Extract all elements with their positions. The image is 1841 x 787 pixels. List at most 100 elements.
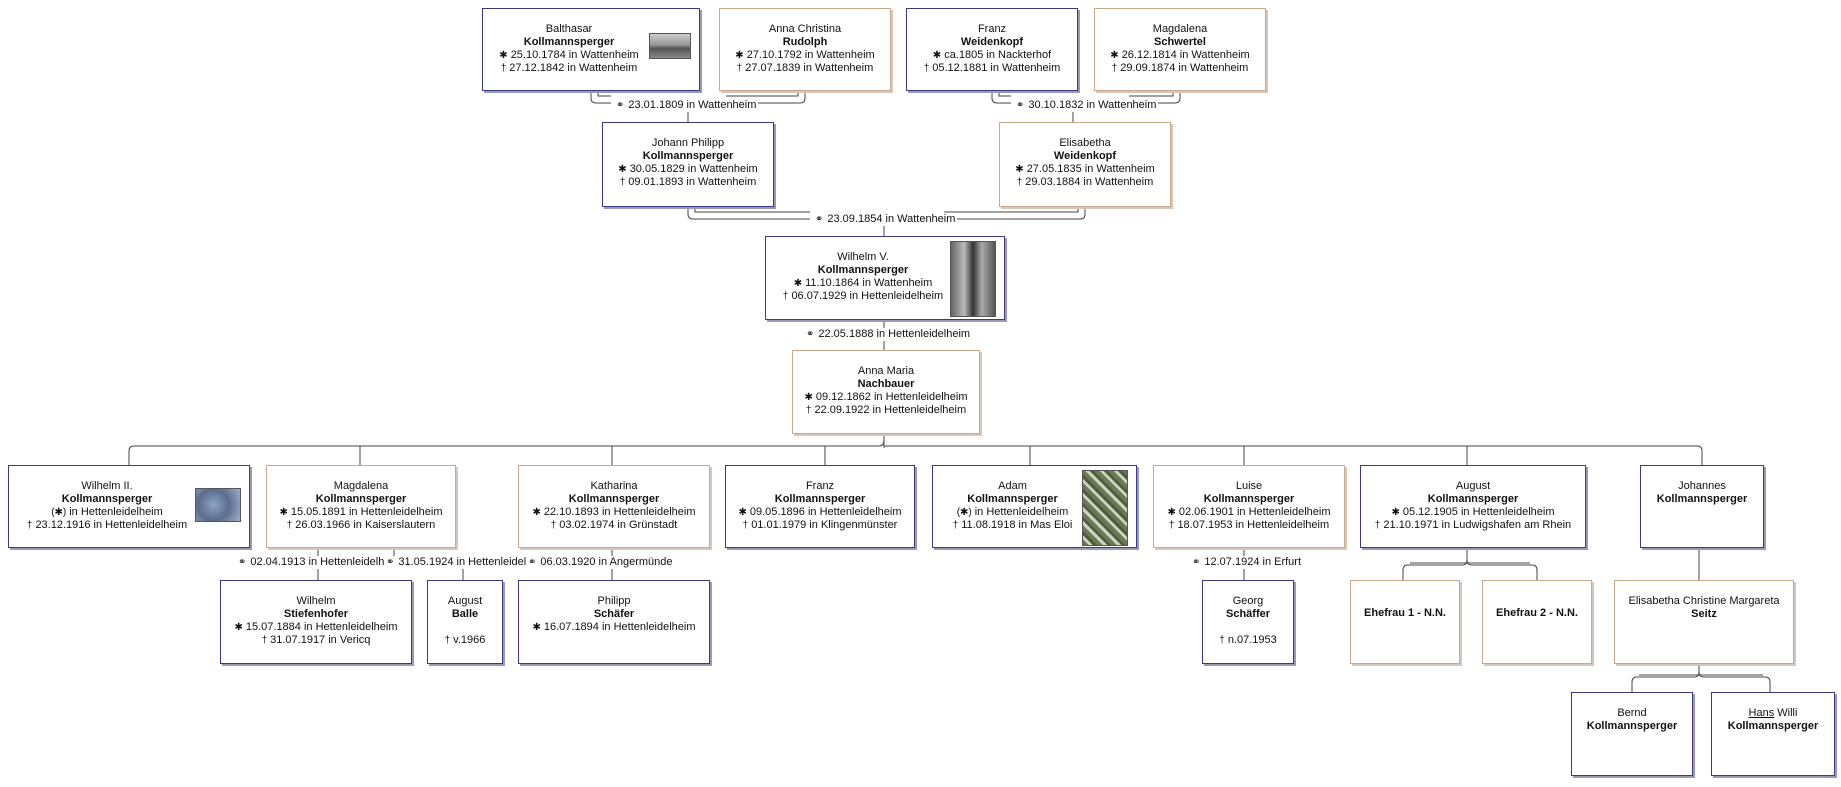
death-icon: †: [736, 63, 743, 74]
death-event: †21.10.1971 in Ludwigshafen am Rhein: [1374, 519, 1572, 531]
given-name: Adam: [998, 480, 1027, 492]
marriage-icon: ⚭: [386, 557, 395, 568]
surname: Rudolph: [782, 36, 828, 48]
person-photo[interactable]: [195, 488, 241, 522]
person-card-elisabetha-weidenkopf[interactable]: Elisabetha Weidenkopf ✱27.05.1835 in Wat…: [999, 122, 1171, 207]
birth-event: ✱16.07.1894 in Hettenleidelheim: [532, 621, 696, 633]
marriage-label: ⚭22.05.1888 in Hettenleidelheim: [804, 328, 973, 341]
person-card-ehefrau-2[interactable]: Ehefrau 2 - N.N.: [1482, 580, 1592, 664]
given-name: Luise: [1235, 480, 1263, 492]
death-event: †03.02.1974 in Grünstadt: [550, 519, 678, 531]
marriage-icon: ⚭: [806, 329, 815, 340]
given-name: Philipp: [597, 595, 631, 607]
death-icon: †: [923, 63, 930, 74]
person-card-franz-kollmannsperger[interactable]: Franz Kollmannsperger ✱09.05.1896 in Het…: [725, 465, 915, 548]
birth-icon: ✱: [738, 507, 747, 518]
surname: Kollmannsperger: [523, 36, 615, 48]
marriage-icon: ⚭: [1016, 100, 1025, 111]
person-card-august-kollmannsperger[interactable]: August Kollmannsperger ✱05.12.1905 in He…: [1360, 465, 1586, 548]
death-icon: †: [286, 520, 293, 531]
birth-event: ✱09.12.1862 in Hettenleidelheim: [804, 391, 968, 403]
person-card-wilhelm-stiefenhofer[interactable]: Wilhelm Stiefenhofer ✱15.07.1884 in Hett…: [220, 580, 412, 664]
birth-event: ✱27.05.1835 in Wattenheim: [1015, 163, 1155, 175]
surname: Weidenkopf: [1053, 150, 1117, 162]
given-name: Franz: [805, 480, 835, 492]
surname: Kollmannsperger: [817, 264, 909, 276]
birth-icon: ✱: [735, 50, 744, 61]
surname: Kollmannsperger: [315, 493, 407, 505]
surname: Kollmannsperger: [1586, 720, 1678, 732]
person-card-luise[interactable]: Luise Kollmannsperger ✱02.06.1901 in Het…: [1153, 465, 1345, 548]
birth-event: (✱)in Hettenleidelheim: [956, 506, 1069, 518]
person-card-franz-weidenkopf[interactable]: Franz Weidenkopf ✱ca.1805 in Nackterhof …: [906, 8, 1078, 91]
death-icon: †: [1219, 635, 1225, 646]
death-icon: †: [805, 405, 812, 416]
given-name: Elisabetha: [1059, 137, 1111, 149]
person-photo[interactable]: [649, 33, 691, 59]
person-card-johann-philipp[interactable]: Johann Philipp Kollmannsperger ✱30.05.18…: [602, 122, 774, 207]
person-card-wilhelm-ii[interactable]: Wilhelm II. Kollmannsperger (✱)in Hetten…: [8, 465, 250, 548]
death-event: †27.12.1842 in Wattenheim: [500, 62, 638, 74]
death-event: †18.07.1953 in Hettenleidelheim: [1168, 519, 1330, 531]
birth-event: ✱27.10.1792 in Wattenheim: [735, 49, 875, 61]
given-name: Franz: [977, 23, 1007, 35]
birth-icon: ✱: [793, 278, 803, 289]
given-name: Georg: [1232, 595, 1264, 607]
given-name: Balthasar: [545, 23, 593, 35]
surname: Weidenkopf: [960, 36, 1024, 48]
marriage-icon: ⚭: [815, 214, 824, 225]
person-card-philipp-schaefer[interactable]: Philipp Schäfer ✱16.07.1894 in Hettenlei…: [518, 580, 710, 664]
person-card-georg-schaeffer[interactable]: Georg Schäffer †n.07.1953: [1202, 580, 1294, 664]
birth-icon: ✱: [1015, 164, 1024, 175]
given-name: August: [1455, 480, 1491, 492]
person-card-bernd[interactable]: Bernd Kollmannsperger: [1571, 692, 1693, 776]
death-event: †11.08.1918 in Mas Eloi: [952, 519, 1073, 531]
marriage-label: ⚭31.05.1924 in Hettenleidelheim: [384, 556, 553, 569]
surname: Kollmannsperger: [568, 493, 660, 505]
surname: Stiefenhofer: [283, 608, 349, 620]
death-event: †23.12.1916 in Hettenleidelheim: [26, 519, 188, 531]
marriage-label: ⚭23.01.1809 in Wattenheim: [614, 99, 759, 112]
death-event: †09.01.1893 in Wattenheim: [619, 176, 757, 188]
birth-icon: ✱: [932, 50, 942, 61]
person-card-anna-christina[interactable]: Anna Christina Rudolph ✱27.10.1792 in Wa…: [719, 8, 891, 91]
person-card-magdalena-kollmannsperger[interactable]: Magdalena Kollmannsperger ✱15.05.1891 in…: [266, 465, 456, 548]
birth-event: ✱15.07.1884 in Hettenleidelheim: [234, 621, 398, 633]
placeholder-name: Ehefrau 2 - N.N.: [1496, 607, 1578, 619]
person-photo[interactable]: [1082, 470, 1128, 546]
death-event: †01.01.1979 in Klingenmünster: [742, 519, 898, 531]
given-name: Wilhelm II.: [81, 480, 133, 492]
person-card-august-balle[interactable]: August Balle †v.1966: [427, 580, 503, 664]
death-event: †06.07.1929 in Hettenleidelheim: [782, 290, 944, 302]
birth-icon: ✱: [804, 392, 813, 403]
person-card-adam[interactable]: Adam Kollmannsperger (✱)in Hettenleidelh…: [932, 465, 1137, 548]
death-icon: †: [619, 177, 626, 188]
marriage-label: ⚭02.04.1913 in Hettenleidelheim: [236, 556, 405, 569]
death-icon: †: [1016, 177, 1023, 188]
person-card-hans-willi[interactable]: Hans Willi Kollmannsperger: [1711, 692, 1835, 776]
person-card-magdalena-schwertel[interactable]: Magdalena Schwertel ✱26.12.1814 in Watte…: [1094, 8, 1266, 91]
birth-icon: ✱: [279, 507, 288, 518]
death-event: †29.03.1884 in Wattenheim: [1016, 176, 1154, 188]
surname: Balle: [451, 608, 479, 620]
person-card-johannes[interactable]: Johannes Kollmannsperger: [1640, 465, 1764, 548]
surname: Nachbauer: [857, 378, 915, 390]
surname: Kollmannsperger: [1427, 493, 1519, 505]
person-card-ehefrau-1[interactable]: Ehefrau 1 - N.N.: [1350, 580, 1460, 664]
given-name: Magdalena: [333, 480, 389, 492]
person-card-anna-maria[interactable]: Anna Maria Nachbauer ✱09.12.1862 in Hett…: [792, 350, 980, 434]
surname: Schäfer: [593, 608, 635, 620]
given-name: Magdalena: [1152, 23, 1208, 35]
person-photo[interactable]: [950, 241, 996, 317]
placeholder-name: Ehefrau 1 - N.N.: [1364, 607, 1446, 619]
person-card-balthasar[interactable]: Balthasar Kollmannsperger ✱25.10.1784 in…: [482, 8, 700, 91]
death-icon: †: [1374, 520, 1381, 531]
given-name: Katharina: [590, 480, 638, 492]
person-card-katharina[interactable]: Katharina Kollmannsperger ✱22.10.1893 in…: [518, 465, 710, 548]
birth-icon: ✱: [1167, 507, 1176, 518]
marriage-icon: ⚭: [238, 557, 247, 568]
person-card-wilhelm-v[interactable]: Wilhelm V. Kollmannsperger ✱11.10.1864 i…: [765, 236, 1005, 320]
given-name: Bernd: [1617, 707, 1647, 719]
person-card-elisabetha-seitz[interactable]: Elisabetha Christine Margareta Seitz: [1614, 580, 1794, 664]
death-icon: †: [1168, 520, 1175, 531]
